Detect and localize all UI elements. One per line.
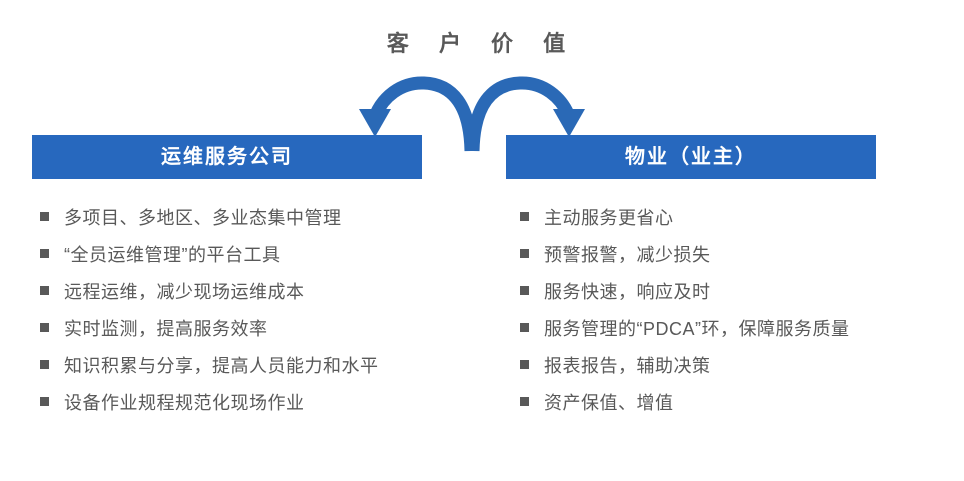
list-item: “全员运维管理”的平台工具	[40, 235, 379, 272]
page-title: 客 户 价 值	[386, 31, 578, 56]
list-item-label: 服务快速，响应及时	[544, 281, 711, 302]
arrow-right-head	[553, 109, 585, 137]
list-item: 知识积累与分享，提高人员能力和水平	[40, 346, 379, 383]
left-benefit-list: 多项目、多地区、多业态集中管理 “全员运维管理”的平台工具 远程运维，减少现场运…	[40, 198, 379, 420]
list-item: 资产保值、增值	[520, 383, 850, 420]
bullet-square-icon	[520, 397, 529, 406]
list-item: 预警报警，减少损失	[520, 235, 850, 272]
list-item-label: 远程运维，减少现场运维成本	[64, 281, 305, 302]
bullet-square-icon	[520, 360, 529, 369]
list-item-label: 服务管理的“PDCA”环，保障服务质量	[544, 318, 850, 339]
header-bar-ops-service-company: 运维服务公司	[32, 135, 422, 179]
list-item: 服务快速，响应及时	[520, 272, 850, 309]
list-item-label: 报表报告，辅助决策	[544, 355, 711, 376]
list-item-label: “全员运维管理”的平台工具	[64, 244, 281, 265]
list-item: 服务管理的“PDCA”环，保障服务质量	[520, 309, 850, 346]
list-item: 设备作业规程规范化现场作业	[40, 383, 379, 420]
list-item-label: 实时监测，提高服务效率	[64, 318, 268, 339]
right-benefit-list: 主动服务更省心 预警报警，减少损失 服务快速，响应及时 服务管理的“PDCA”环…	[520, 198, 850, 420]
bullet-square-icon	[40, 397, 49, 406]
list-item-label: 预警报警，减少损失	[544, 244, 711, 265]
bullet-square-icon	[40, 286, 49, 295]
list-item: 多项目、多地区、多业态集中管理	[40, 198, 379, 235]
bullet-square-icon	[520, 249, 529, 258]
list-item-label: 知识积累与分享，提高人员能力和水平	[64, 355, 379, 376]
list-item: 实时监测，提高服务效率	[40, 309, 379, 346]
bullet-square-icon	[40, 323, 49, 332]
bullet-square-icon	[40, 249, 49, 258]
bullet-square-icon	[520, 286, 529, 295]
bullet-square-icon	[520, 323, 529, 332]
arrow-left-head	[359, 109, 391, 137]
list-item: 远程运维，减少现场运维成本	[40, 272, 379, 309]
list-item-label: 主动服务更省心	[544, 207, 674, 228]
bullet-square-icon	[40, 212, 49, 221]
bullet-square-icon	[40, 360, 49, 369]
list-item: 主动服务更省心	[520, 198, 850, 235]
header-bar-property-owner: 物业（业主）	[506, 135, 876, 179]
list-item-label: 资产保值、增值	[544, 392, 674, 413]
bullet-square-icon	[520, 212, 529, 221]
list-item-label: 设备作业规程规范化现场作业	[64, 392, 305, 413]
list-item-label: 多项目、多地区、多业态集中管理	[64, 207, 342, 228]
list-item: 报表报告，辅助决策	[520, 346, 850, 383]
